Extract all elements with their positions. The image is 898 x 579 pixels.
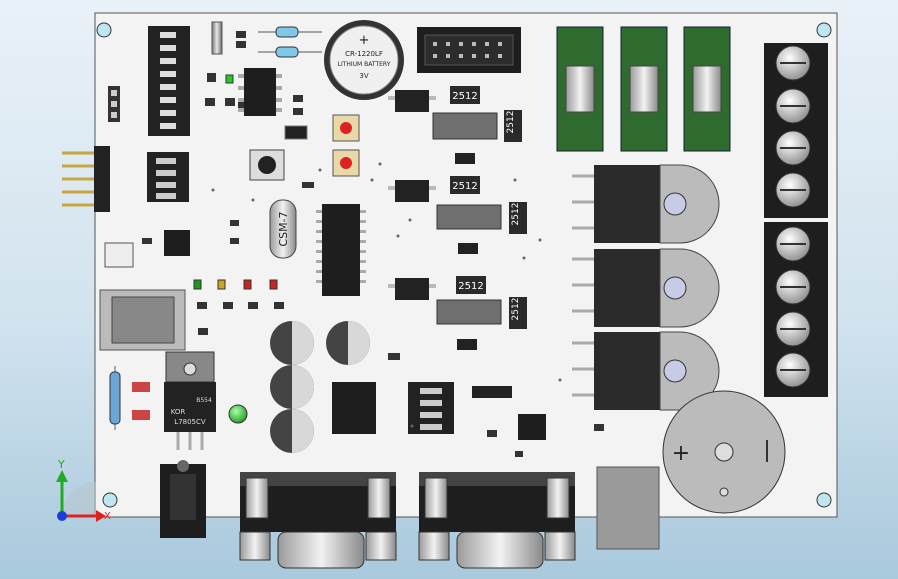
axis-triad-icon	[56, 470, 106, 522]
battery-label: +	[359, 33, 370, 48]
power-resistor	[450, 86, 527, 329]
pin-header-5	[62, 146, 110, 212]
crystal-label: CSM-7	[277, 211, 290, 246]
smd-transistor	[395, 90, 429, 300]
battery-label: LITHIUM BATTERY	[338, 61, 391, 68]
crystal-can	[211, 21, 223, 55]
resistor-label: 2512	[452, 181, 477, 192]
dip-switch-4	[408, 382, 454, 434]
terminal-block	[764, 43, 828, 397]
jumper-header	[472, 386, 512, 398]
ic-soic16	[332, 382, 376, 434]
trimpot	[332, 114, 360, 177]
resistor-label: 2512	[506, 111, 516, 134]
resistor-label: 2512	[452, 91, 477, 102]
green-relay	[556, 26, 731, 152]
resistor-label: 2512	[511, 203, 521, 226]
mcu-chip	[316, 204, 366, 296]
electrolytic-capacitor	[270, 321, 370, 453]
axis-y-label: Y	[57, 458, 65, 471]
shunt-block	[432, 112, 502, 325]
resistor-label: 2512	[458, 281, 483, 292]
ic-soic8	[518, 414, 546, 440]
regulator-label: KOR	[171, 408, 186, 416]
db9-connector	[239, 472, 576, 569]
diode-pair	[258, 26, 322, 58]
regulator-tag: B554	[196, 397, 212, 404]
battery-label: 3V	[359, 72, 368, 80]
ic-soic8	[164, 230, 190, 256]
dip-switch-8	[148, 26, 190, 136]
power-led	[228, 404, 248, 424]
ic-dip8	[238, 68, 282, 116]
resistor-label: 2512	[511, 298, 521, 321]
idc-box-header	[417, 27, 521, 73]
axis-x-label: X	[104, 511, 111, 522]
dip-switch-4	[147, 152, 189, 202]
crystal-csm7	[269, 199, 297, 259]
dc-power-jack	[160, 460, 206, 538]
mounting-hole-icon	[96, 22, 832, 508]
voltage-regulator	[164, 351, 216, 450]
coin-cell-battery	[324, 20, 404, 100]
tactile-button	[249, 149, 285, 181]
axial-resistor	[109, 366, 121, 430]
switch-block	[596, 466, 660, 550]
buzzer-polarity: +	[672, 441, 690, 466]
regulator-label: L7805CV	[174, 418, 206, 426]
jst-connector	[104, 242, 134, 268]
piezo-buzzer	[662, 390, 786, 514]
power-mosfet	[572, 164, 720, 411]
rj11-jack	[99, 289, 186, 351]
battery-label: CR-1220LF	[345, 50, 383, 58]
